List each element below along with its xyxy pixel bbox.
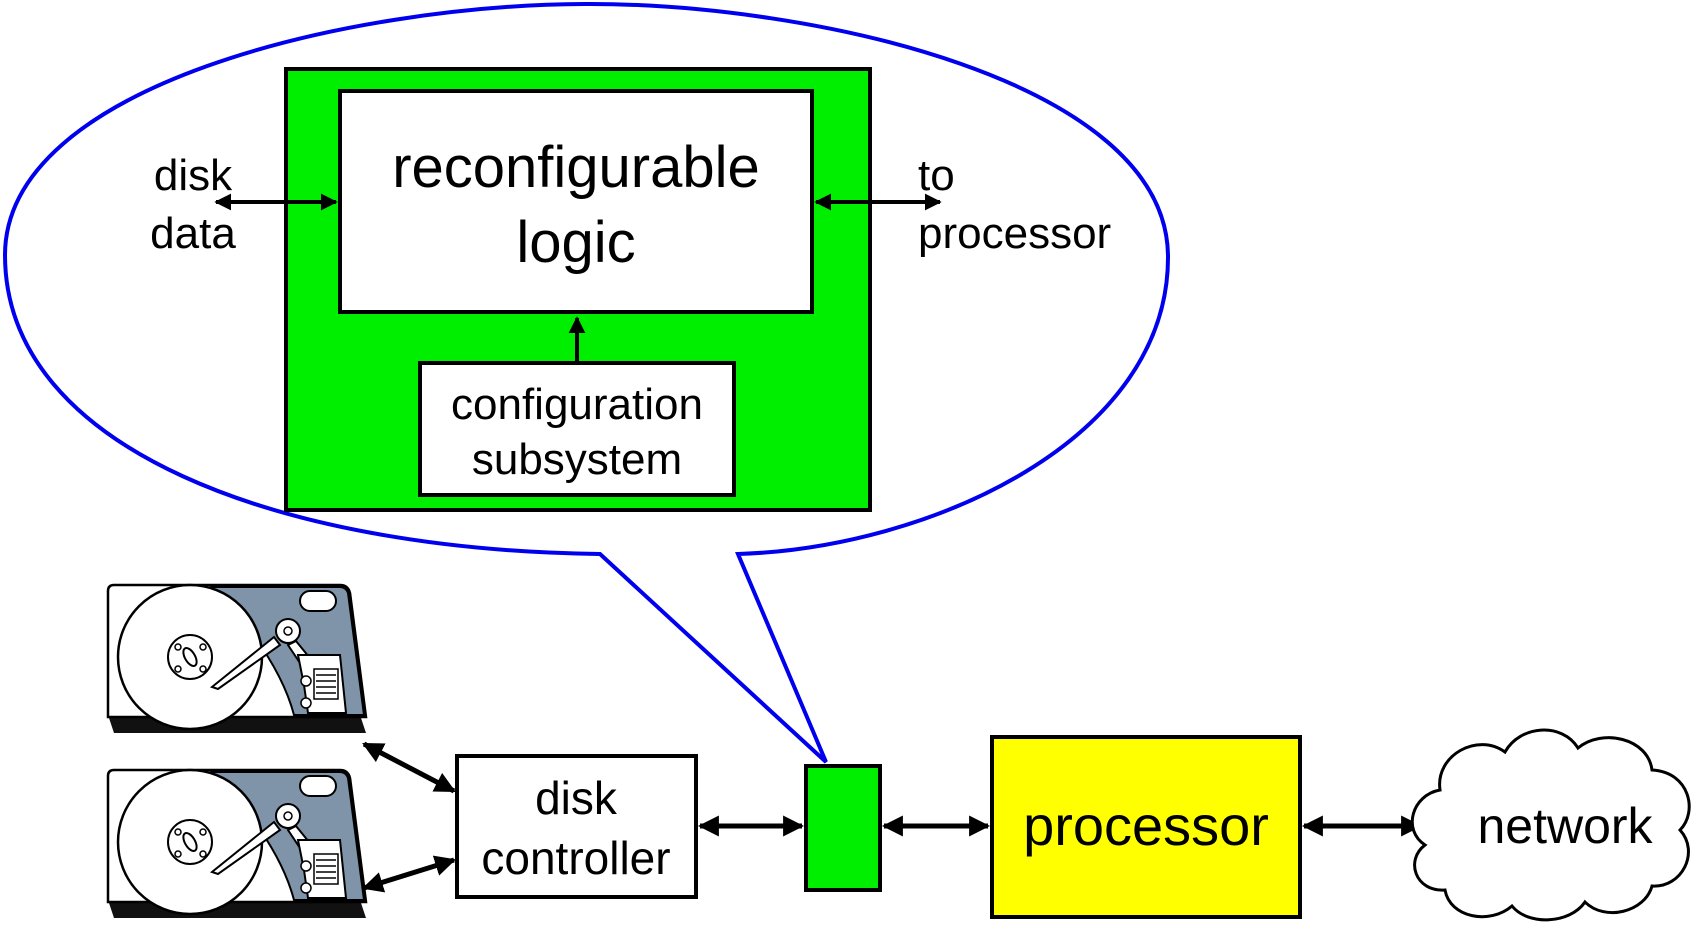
to-processor-label-line2: processor bbox=[918, 209, 1111, 258]
cloud-icon bbox=[1410, 728, 1691, 922]
disk-data-label-line2: data bbox=[150, 209, 236, 258]
logic-label-line1: reconfigurable bbox=[392, 135, 760, 200]
disk2-controller-arrow bbox=[361, 855, 457, 893]
disk-controller-label-line2: controller bbox=[481, 832, 670, 884]
to-processor-label-line1: to bbox=[918, 151, 955, 200]
config-label-line1: configuration bbox=[451, 380, 703, 429]
disk-data-label-line1: disk bbox=[154, 151, 233, 200]
logic-label-line2: logic bbox=[516, 210, 635, 275]
processor-label: processor bbox=[1023, 794, 1269, 857]
network-label: network bbox=[1477, 798, 1653, 854]
hard-disk-icon bbox=[106, 583, 368, 735]
processor-box bbox=[990, 735, 1302, 919]
config-label-line2: subsystem bbox=[472, 435, 682, 484]
hard-disk-icon bbox=[106, 768, 368, 920]
disk-controller-label-line1: disk bbox=[535, 772, 618, 824]
configuration-subsystem-box bbox=[418, 361, 736, 497]
disk-controller-box bbox=[455, 754, 698, 899]
reconfigurable-logic-box bbox=[338, 89, 814, 314]
disk1-controller-arrow bbox=[362, 741, 456, 794]
accelerator-chip bbox=[804, 764, 882, 892]
